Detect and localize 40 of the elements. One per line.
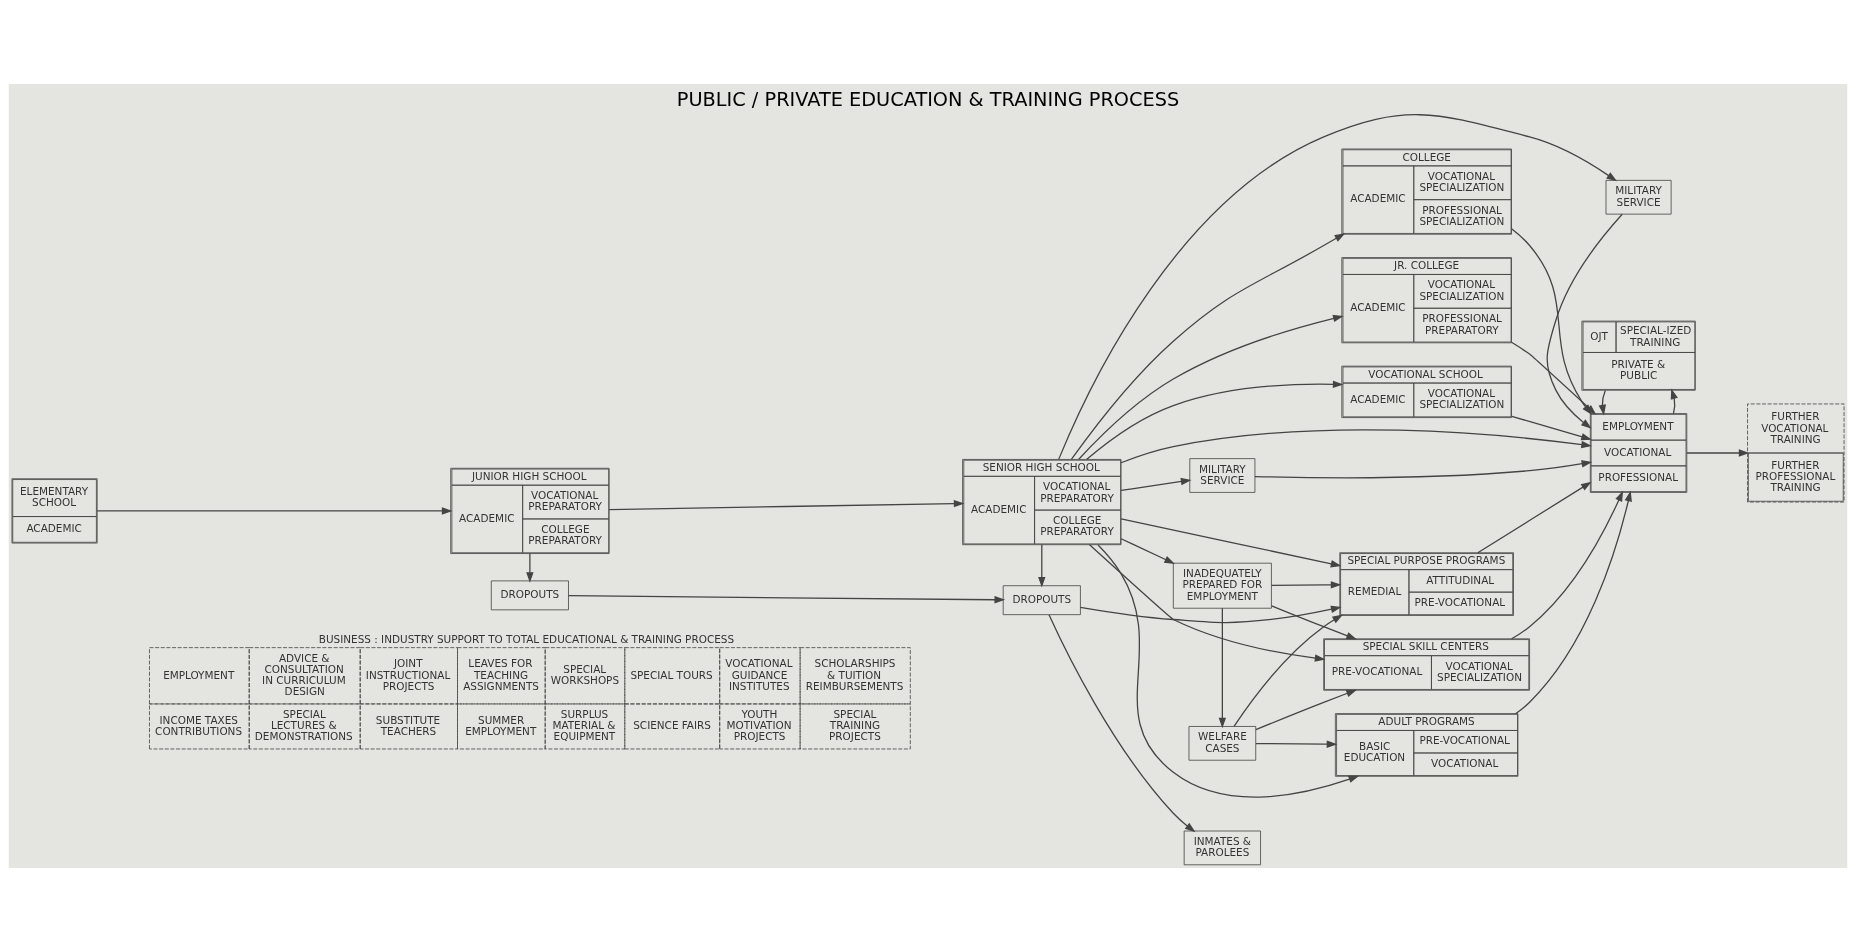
- arrow: [1120, 429, 1592, 464]
- arrow: [1546, 213, 1623, 429]
- arrow: [1511, 415, 1592, 441]
- arrow: [1218, 607, 1227, 729]
- node-box: DROPOUTS: [490, 580, 569, 611]
- node-box: MILITARY SERVICE: [1605, 179, 1672, 215]
- node-box: WELFARE CASES: [1188, 726, 1257, 761]
- node-label: BUSINESS : INDUSTRY SUPPORT TO TOTAL EDUCATIONAL & TRAINING PROCESS: [318, 633, 735, 646]
- arrow: [1086, 380, 1344, 460]
- arrow: [1270, 581, 1342, 589]
- node-box: INADEQUATELY PREPARED FOR EMPLOYMENT: [1172, 562, 1272, 609]
- arrow: [1270, 605, 1357, 640]
- arrow: [1070, 233, 1346, 460]
- node-box: DROPOUTS: [1002, 585, 1081, 616]
- arrow: [608, 499, 965, 511]
- diagram-title: PUBLIC / PRIVATE EDUCATION & TRAINING PROCESS: [676, 87, 1180, 111]
- arrow: [1255, 740, 1338, 748]
- arrow: [568, 595, 1006, 604]
- arrow: [1097, 544, 1360, 798]
- node-box: INMATES & PAROLEES: [1183, 830, 1261, 866]
- arrow: [1515, 490, 1632, 715]
- arrow: [1511, 490, 1624, 640]
- arrow: [1254, 460, 1593, 479]
- arrow: [1120, 538, 1176, 564]
- node-box: MILITARY SERVICE: [1189, 458, 1256, 493]
- arrow: [1048, 614, 1196, 833]
- arrow: [1120, 518, 1342, 568]
- arrow: [1477, 481, 1592, 554]
- arrow: [1233, 614, 1343, 727]
- arrow: [1079, 605, 1342, 624]
- arrow: [1686, 449, 1750, 457]
- arrow: [526, 553, 534, 583]
- arrow: [1255, 689, 1357, 731]
- arrow: [1120, 477, 1192, 492]
- arrow: [1058, 114, 1617, 460]
- arrow: [1088, 544, 1326, 662]
- arrow: [1038, 544, 1046, 588]
- arrow: [96, 507, 453, 515]
- arrow: [1078, 314, 1344, 460]
- arrow: [1598, 389, 1606, 416]
